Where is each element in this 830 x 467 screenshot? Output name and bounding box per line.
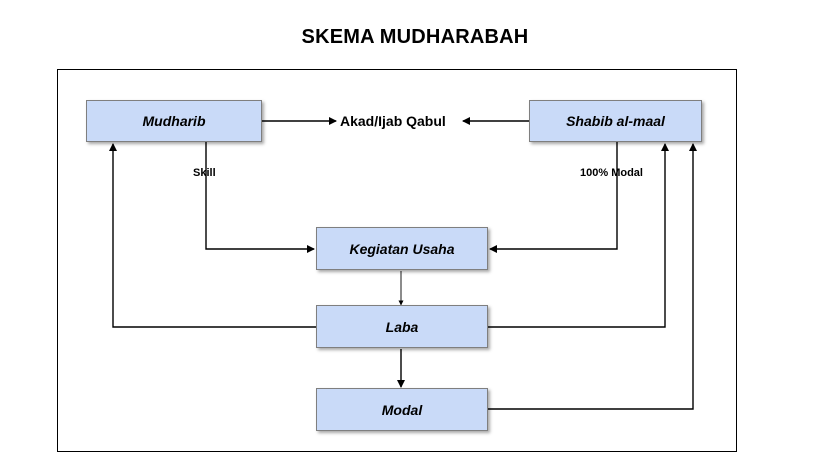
arrow-laba-to-mudharib <box>109 143 316 328</box>
label-akad-ijab-qabul: Akad/Ijab Qabul <box>340 113 446 129</box>
node-modal: Modal <box>316 388 488 431</box>
arrow-skill-to-kegiatan <box>205 142 315 253</box>
arrow-modal-to-kegiatan <box>489 142 618 253</box>
label-100-modal: 100% Modal <box>580 167 643 179</box>
diagram-title: SKEMA MUDHARABAH <box>301 26 529 48</box>
label-skill: Skill <box>193 167 216 179</box>
node-mudharib: Mudharib <box>86 100 262 142</box>
node-kegiatan-usaha: Kegiatan Usaha <box>316 227 488 270</box>
node-shahib-al-maal: Shabib al-maal <box>529 100 702 142</box>
arrow-modal-to-shahib <box>488 143 697 410</box>
diagram-frame <box>57 69 737 452</box>
node-laba: Laba <box>316 305 488 348</box>
arrow-laba-to-shahib <box>488 143 669 328</box>
